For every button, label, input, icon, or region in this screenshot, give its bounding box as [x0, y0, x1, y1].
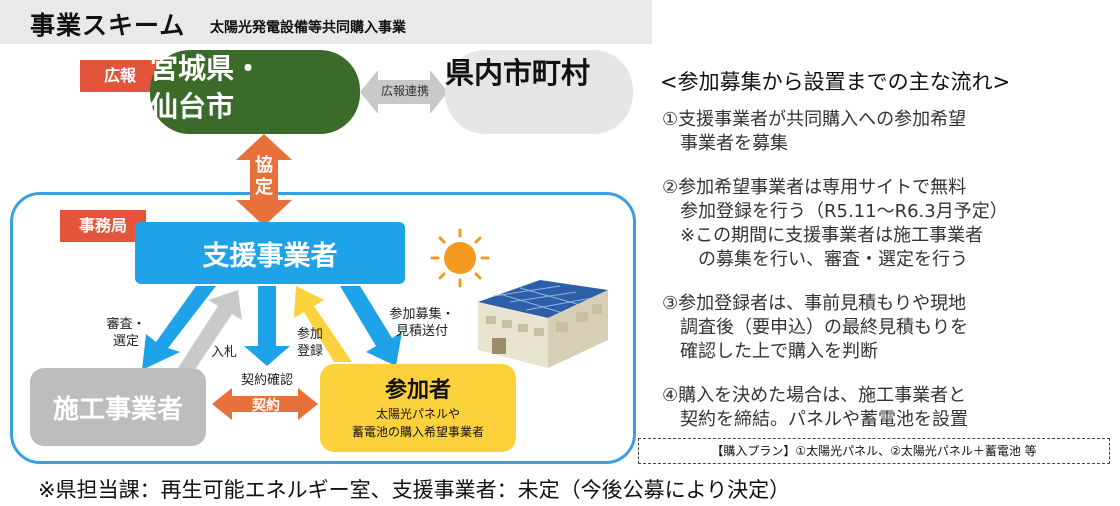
kouhou-renkei-arrow [360, 70, 448, 114]
support-down-arrow [244, 286, 290, 366]
purchase-plan-note: 【購入プラン】①太陽光パネル、②太陽光パネル＋蓄電池 等 [638, 438, 1110, 464]
keiyaku-arrow [212, 388, 318, 420]
kouhou-tag: 広報 [80, 60, 160, 92]
flow-step-1-line1: ①支援事業者が共同購入への参加希望 [662, 109, 967, 130]
participant-sub2: 蓄電池の購入希望事業者 [351, 425, 484, 439]
flow-step-3-line1: ③参加登録者は、事前見積もりや現地 [662, 293, 967, 314]
kyotei-label: 協 定 [252, 155, 276, 199]
shinsa-label: 審査・ 選定 [104, 316, 148, 350]
sanka-label-line1: 参加 [296, 327, 323, 342]
diagram-arrows [142, 70, 608, 420]
kouhou-renkei-label: 広報連携 [380, 84, 429, 98]
sanka-touroku-label: 参加 登録 [288, 326, 332, 360]
kyotei-arrow [236, 134, 292, 226]
boshu-label-line1: 参加募集・ [389, 307, 455, 322]
flow-step-4-line1: ④購入を決めた場合は、施工事業者と [662, 385, 967, 406]
participant-box: 参加者 太陽光パネルや 蓄電池の購入希望事業者 [320, 364, 516, 452]
shinsa-label-line1: 審査・ [106, 317, 146, 332]
sun-icon [430, 228, 490, 288]
nyusatsu-label: 入札 [210, 345, 237, 360]
flow-step-1: ①支援事業者が共同購入への参加希望 事業者を募集 [662, 108, 1102, 156]
page-title: 事業スキーム [30, 11, 186, 40]
flow-step-3-line2: 調査後（要申込）の最終見積もりを [680, 317, 968, 338]
boshu-label-line2: 見積送付 [395, 324, 448, 339]
flow-step-2-line1: ②参加希望事業者は専用サイトで無料 [662, 177, 967, 198]
keiyaku-label: 契約 [252, 398, 280, 414]
flow-step-3-line3: 確認した上で購入を判断 [680, 341, 878, 362]
sanka-label-line2: 登録 [296, 344, 323, 359]
flow-step-2-line2: 参加登録を行う（R5.11～R6.3月予定） [680, 201, 1008, 222]
miyagi-line2: 仙台市 [150, 90, 235, 123]
flow-heading: <参加募集から設置までの主な流れ> [660, 70, 1011, 94]
title-bar [0, 0, 652, 44]
flow-list: ①支援事業者が共同購入への参加希望 事業者を募集 ②参加希望事業者は専用サイトで… [662, 108, 1102, 432]
municipalities-box: 県内市町村 [445, 50, 633, 134]
participant-title: 参加者 [384, 378, 451, 403]
kyotei-char1: 協 [255, 155, 273, 176]
shinsa-label-line2: 選定 [112, 334, 139, 349]
nyusatsu-arrow [178, 290, 242, 368]
footnote: ※県担当課：再生可能エネルギー室、支援事業者：未定（今後公募により決定） [38, 478, 791, 502]
miyagi-sendai-box: 宮城県・ 仙台市 [150, 50, 360, 134]
jimukyoku-tag: 事務局 [60, 210, 146, 242]
flow-step-2-line4: の募集を行い、審査・選定を行う [698, 249, 968, 270]
flow-step-2-line3: ※この期間に支援事業者は施工事業者 [680, 225, 984, 246]
page-subtitle: 太陽光発電設備等共同購入事業 [210, 20, 406, 36]
shinsa-arrow [142, 286, 216, 370]
miyagi-line1: 宮城県・ [150, 52, 263, 85]
flow-step-4-line2: 契約を締結。パネルや蓄電池を設置 [680, 409, 968, 430]
sanka-touroku-arrow [294, 286, 352, 362]
solar-factory-icon [478, 280, 608, 368]
support-organization-box: 支援事業者 [135, 222, 405, 284]
flow-step-4: ④購入を決めた場合は、施工事業者と 契約を締結。パネルや蓄電池を設置 [662, 384, 1102, 432]
boshu-arrow [340, 286, 402, 366]
boshu-label: 参加募集・ 見積送付 [384, 306, 460, 340]
contractor-box: 施工事業者 [30, 368, 206, 446]
flow-step-1-line2: 事業者を募集 [680, 133, 788, 154]
keiyaku-kakunin-label: 契約確認 [240, 373, 293, 388]
kyotei-char2: 定 [255, 177, 273, 198]
flow-step-2: ②参加希望事業者は専用サイトで無料 参加登録を行う（R5.11～R6.3月予定）… [662, 176, 1102, 272]
flow-step-3: ③参加登録者は、事前見積もりや現地 調査後（要申込）の最終見積もりを 確認した上… [662, 292, 1102, 364]
participant-sub1: 太陽光パネルや [375, 407, 460, 421]
